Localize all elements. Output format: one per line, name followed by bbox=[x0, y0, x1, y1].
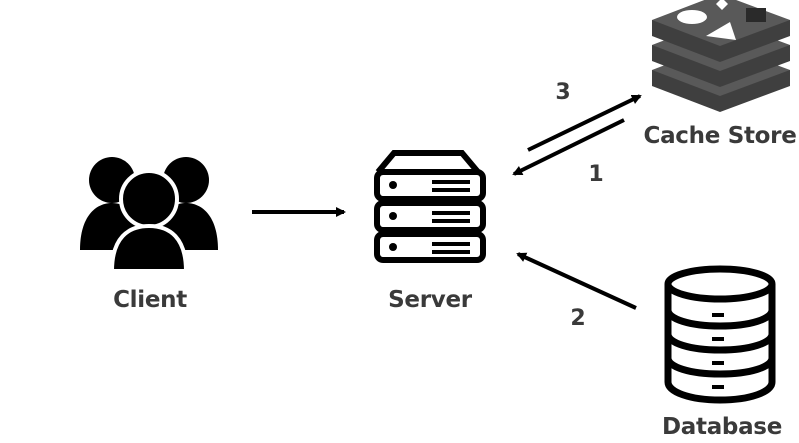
database-indicators bbox=[712, 313, 724, 389]
edge-label-step-1: 1 bbox=[588, 162, 604, 187]
database-label: Database bbox=[661, 414, 783, 440]
arrow-cache-to-server bbox=[512, 118, 625, 176]
server-label: Server bbox=[388, 287, 472, 313]
arrow-database-to-server bbox=[516, 252, 637, 310]
arrow-server-to-cache bbox=[527, 94, 642, 152]
cache-store-label: Cache Store bbox=[643, 123, 797, 149]
server-rack-icon bbox=[374, 150, 486, 263]
users-group-icon bbox=[80, 157, 218, 273]
database-cylinder-icon bbox=[664, 265, 776, 404]
server-indicators bbox=[389, 180, 470, 254]
edge-label-step-2: 2 bbox=[570, 306, 586, 331]
client-label: Client bbox=[113, 287, 187, 313]
edge-label-step-3: 3 bbox=[555, 80, 571, 105]
redis-stack-icon bbox=[652, 0, 790, 112]
